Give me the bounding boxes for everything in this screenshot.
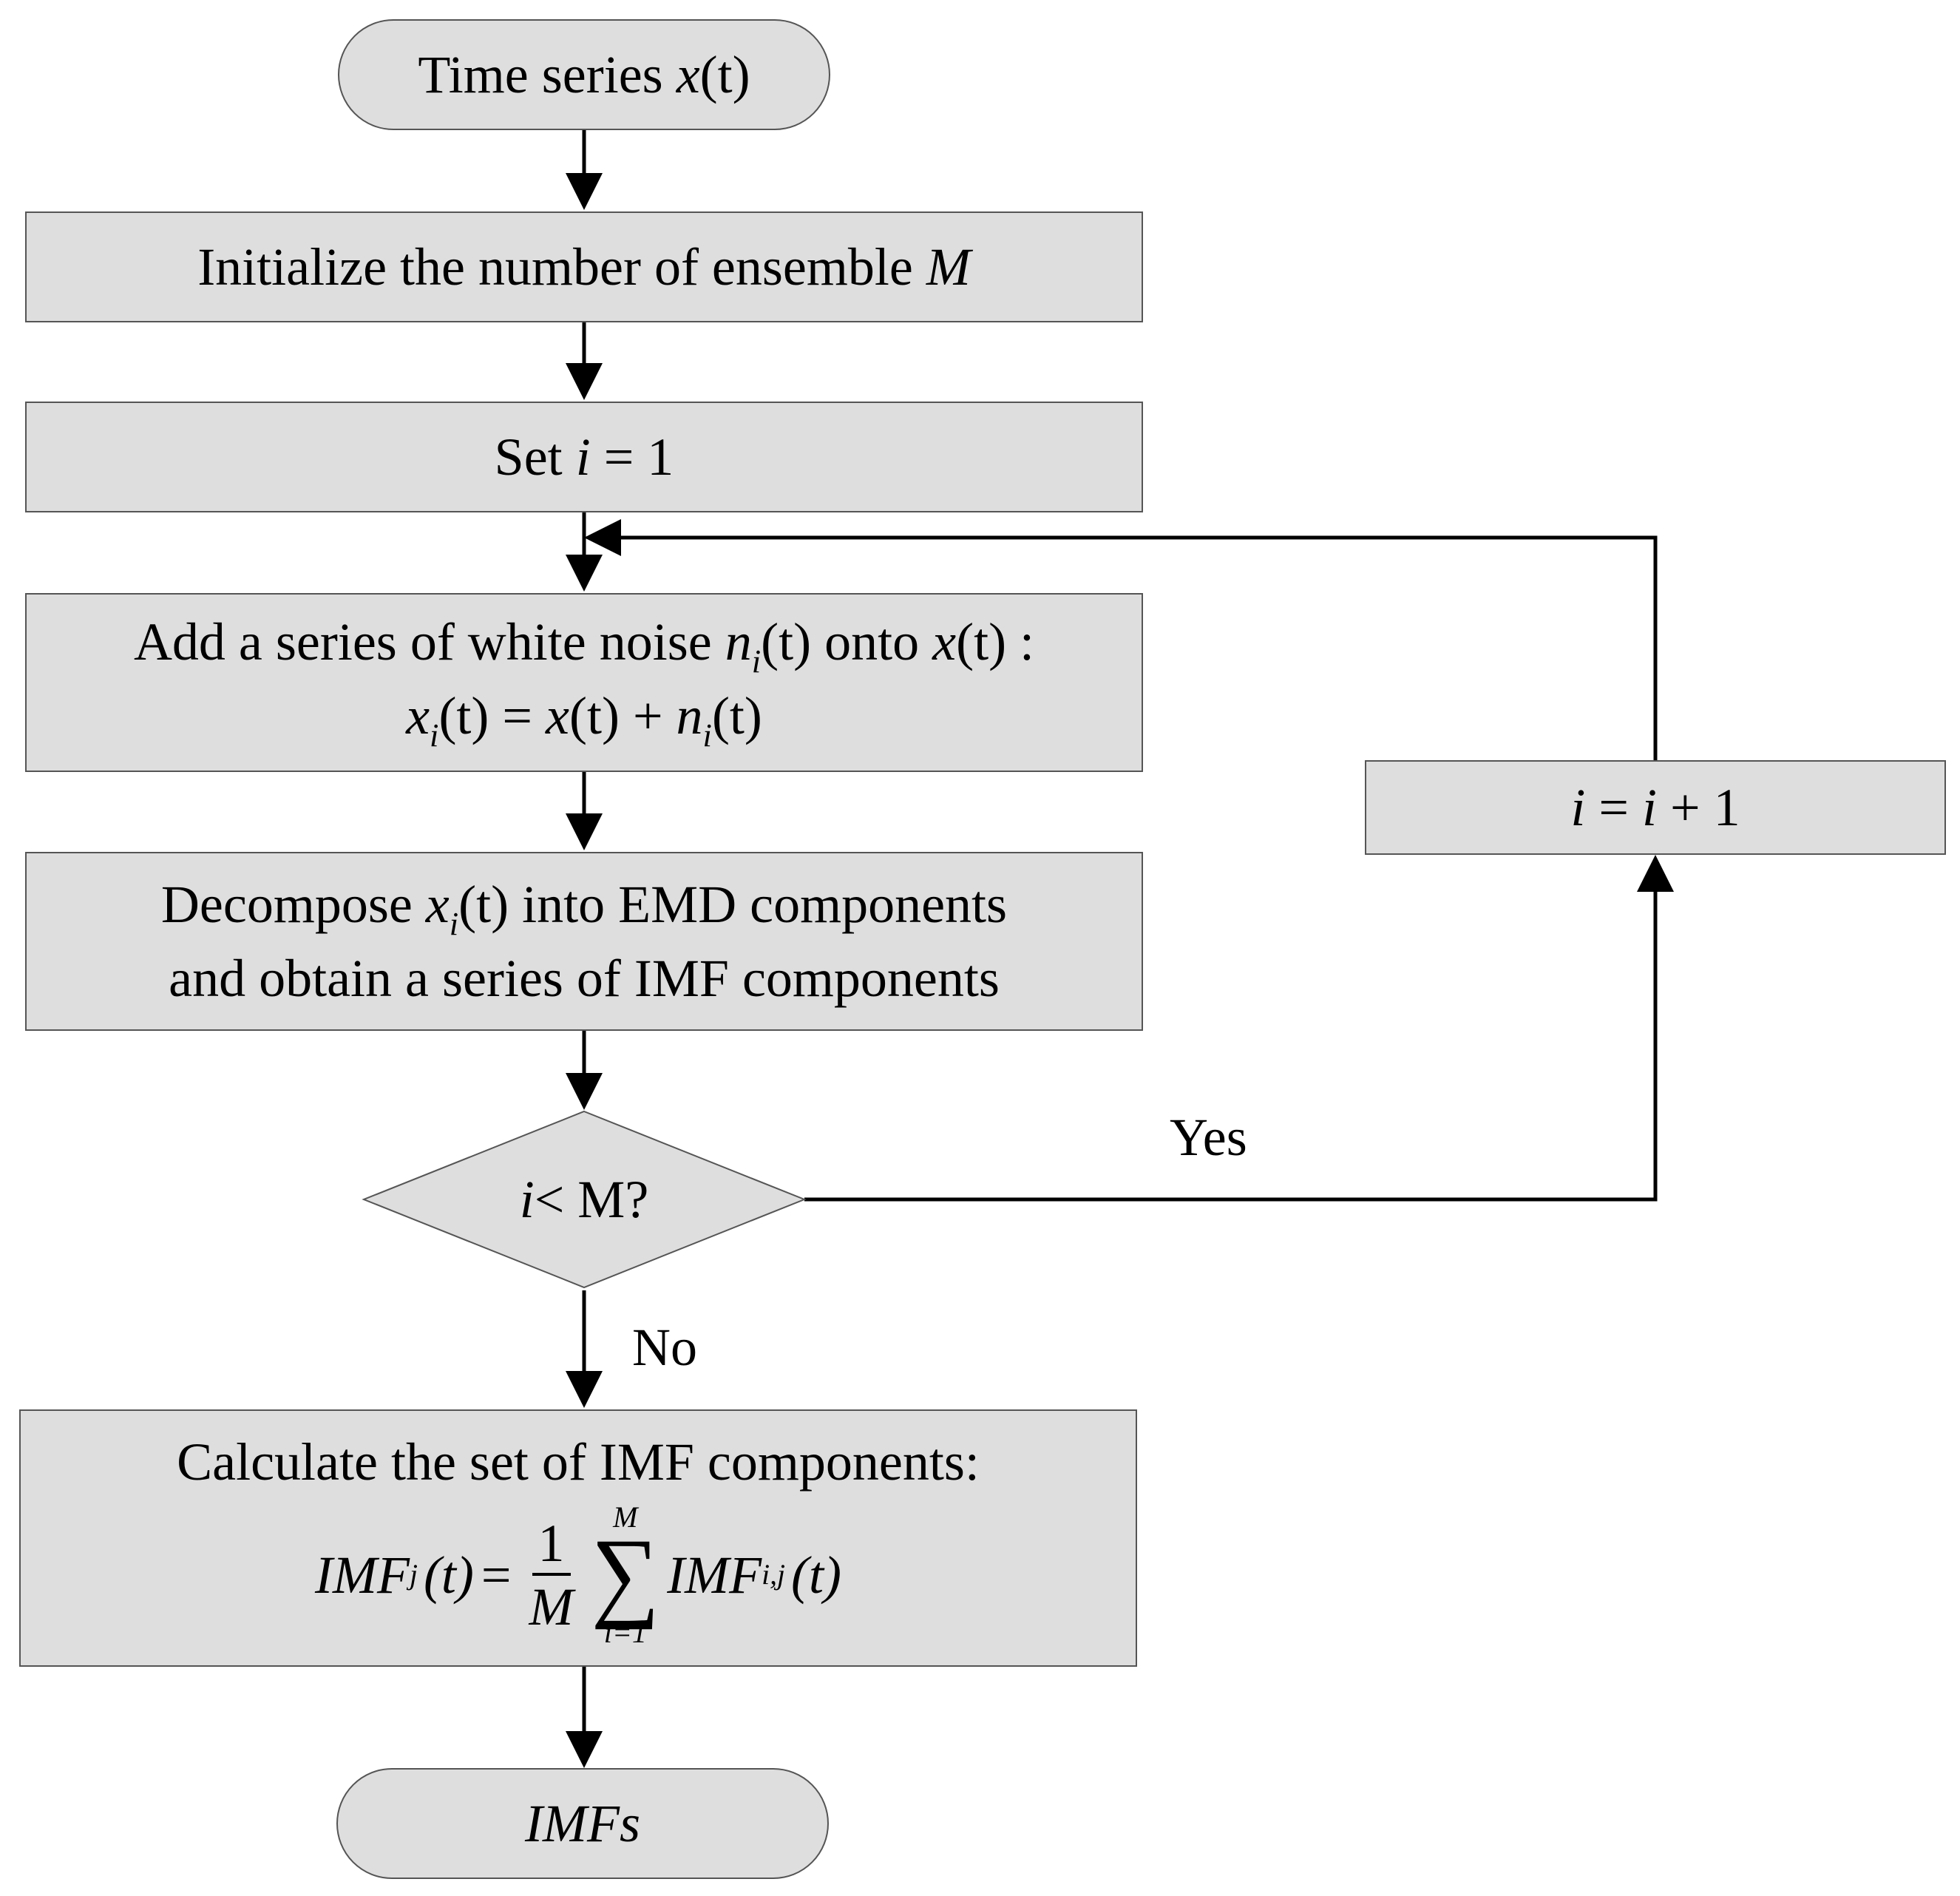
add-noise-line-1: Add a series of white noise ni(t) onto x… (133, 612, 1035, 680)
init-prefix: Initialize the number of ensemble (197, 237, 926, 297)
decompose-line-2: and obtain a series of IMF components (169, 948, 1000, 1008)
no-label: No (632, 1318, 697, 1377)
decompose-line-1: Decompose xi(t) into EMD components (160, 875, 1008, 943)
decision-diamond (362, 1110, 807, 1289)
arrow-increment-loop-back (584, 519, 1658, 762)
summation: M ∑ i=1 (591, 1500, 660, 1649)
calculate-line-1: Calculate the set of IMF components: (177, 1432, 980, 1492)
yes-label: Yes (1170, 1108, 1247, 1167)
set-suffix: = 1 (590, 427, 674, 487)
init-node: Initialize the number of ensemble M (25, 211, 1143, 322)
calculate-node: Calculate the set of IMF components: IMF… (19, 1409, 1137, 1667)
start-suffix: (t) (699, 45, 750, 104)
add-noise-node: Add a series of white noise ni(t) onto x… (25, 593, 1143, 772)
set-i-node: Set i = 1 (25, 402, 1143, 512)
decision-label: i < M? (519, 1170, 649, 1229)
start-var: x (676, 45, 700, 104)
init-var: M (926, 237, 971, 297)
set-prefix: Set (494, 427, 576, 487)
end-node: IMFs (336, 1768, 829, 1879)
add-noise-line-2: xi(t) = x(t) + ni(t) (406, 686, 762, 754)
set-var: i (575, 427, 591, 487)
fraction: 1 M (529, 1514, 574, 1636)
arrow-yes-to-increment (804, 855, 1674, 1202)
start-node: Time series x(t) (338, 19, 830, 130)
decompose-node: Decompose xi(t) into EMD components and … (25, 852, 1143, 1031)
start-prefix: Time series (418, 45, 676, 104)
increment-node: i = i + 1 (1365, 760, 1946, 855)
